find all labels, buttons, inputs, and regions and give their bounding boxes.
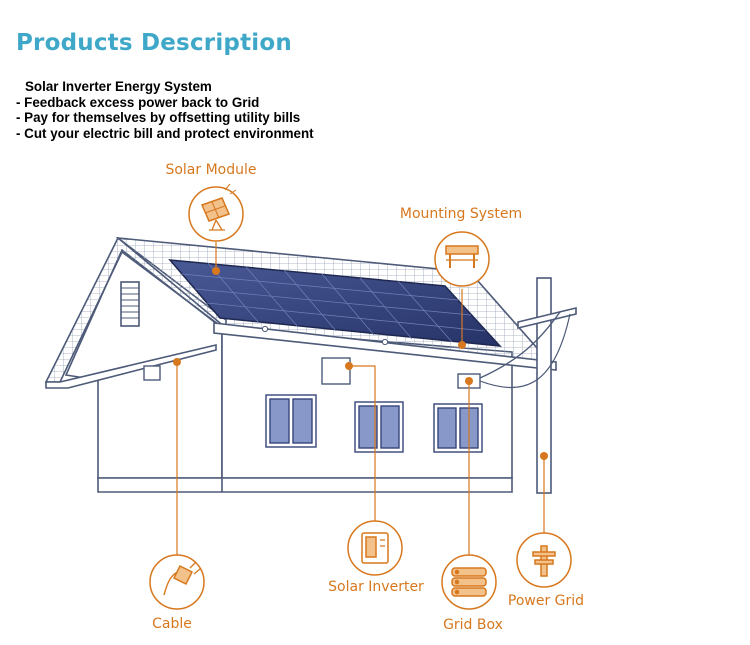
utility-pole: [479, 277, 577, 494]
window: [433, 403, 483, 453]
solar-inverter-label: Solar Inverter: [328, 579, 424, 595]
feature-item: - Cut your electric bill and protect env…: [16, 125, 314, 141]
solar-array: [168, 259, 502, 347]
house-eave: [213, 322, 557, 371]
plug-icon: [163, 561, 201, 596]
grid-box-icon: [451, 567, 487, 597]
grid-box-callout: [441, 554, 497, 610]
power-pole-icon: [532, 545, 556, 577]
grid-box-label: Grid Box: [443, 617, 503, 633]
mounting-system-label: Mounting System: [400, 206, 522, 222]
mounting-rail-icon: [445, 245, 479, 268]
solar-module-label: Solar Module: [165, 162, 256, 178]
cable-label: Cable: [152, 616, 192, 632]
feature-item: - Feedback excess power back to Grid: [16, 94, 260, 110]
windows: [265, 394, 483, 453]
inverter-icon: [361, 532, 389, 564]
mounting-system-callout: [434, 231, 490, 287]
inverter-unit: [321, 357, 351, 385]
attic-vent: [120, 281, 140, 327]
cable-junction-box: [143, 365, 161, 381]
window: [354, 401, 404, 453]
solar-module-callout: [188, 183, 244, 242]
feature-list: Solar Inverter Energy System - Feedback …: [16, 79, 314, 141]
power-grid-callout: [516, 532, 572, 588]
callout-lines: [176, 242, 545, 555]
callout-dots: [173, 267, 548, 460]
power-grid-label: Power Grid: [508, 593, 584, 609]
feature-item: - Pay for themselves by offsetting utili…: [16, 110, 301, 126]
window: [265, 394, 317, 448]
solar-inverter-callout: [347, 520, 403, 576]
house-foundation: [97, 477, 513, 493]
system-name: Solar Inverter Energy System: [25, 79, 212, 94]
page-title: Products Description: [16, 30, 292, 56]
solar-panel-icon: [200, 183, 237, 231]
cable-callout: [149, 554, 205, 610]
